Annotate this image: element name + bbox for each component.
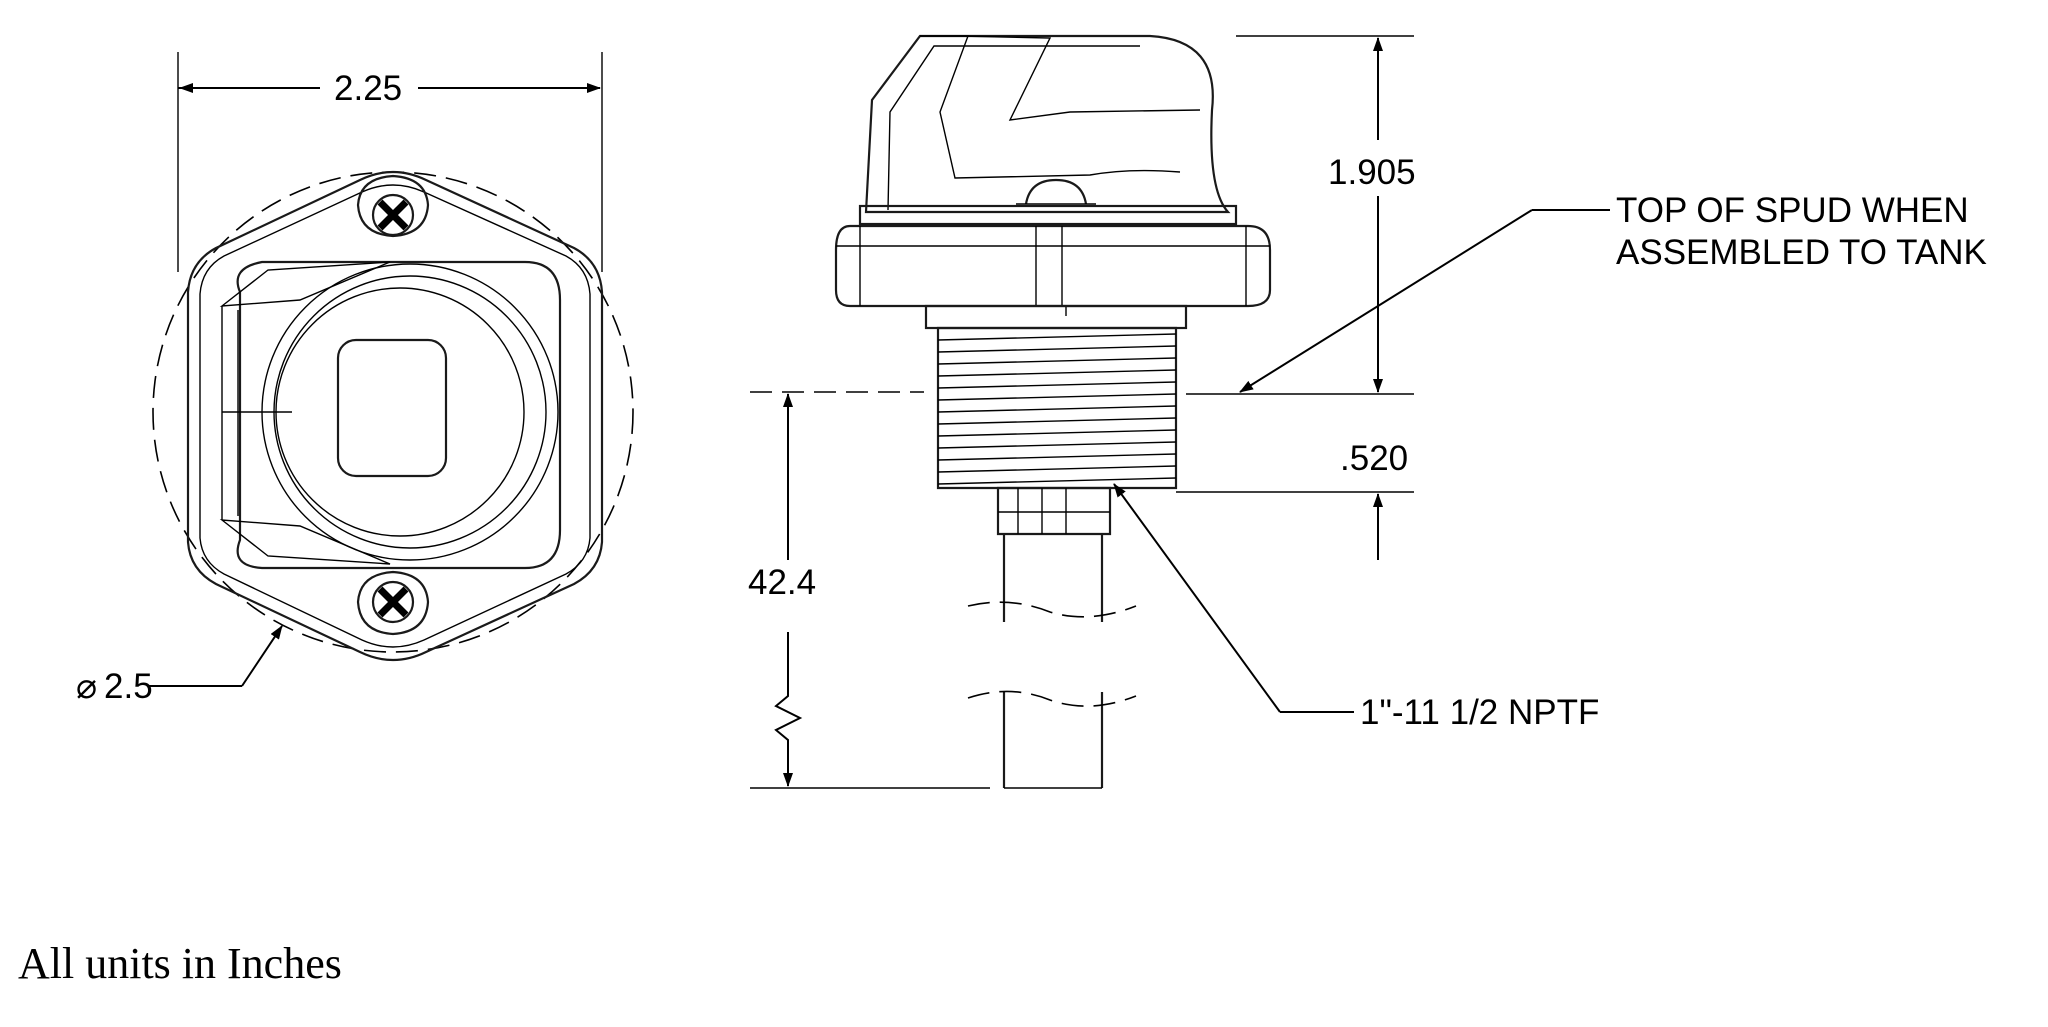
cap-knob	[864, 34, 1231, 214]
knob-wing-bottom	[219, 519, 391, 565]
thread-callout: 1"-11 1/2 NPTF	[1360, 693, 1599, 732]
cap-rim-top	[858, 204, 1238, 226]
tube-nut	[996, 486, 1112, 536]
tube-length-dimension-label: 42.4	[748, 563, 816, 602]
hex-body-inner	[199, 184, 591, 648]
height-dimension-label: 1.905	[1328, 153, 1416, 192]
spud-callout-line2: ASSEMBLED TO TANK	[1616, 233, 1987, 272]
side-view: 1.905 .520 42.4 TOP OF SPUD WHEN ASSEMBL…	[748, 34, 1987, 789]
bezel-ring-3	[275, 287, 525, 537]
collar-nut	[834, 224, 1272, 308]
knob-wing-top	[219, 261, 391, 307]
thread-length-dimension-label: .520	[1340, 439, 1408, 478]
spud-neck	[924, 304, 1188, 330]
screw-icon	[371, 193, 415, 237]
units-note: All units in Inches	[18, 939, 342, 988]
bezel-ring-1	[261, 263, 559, 561]
diameter-dimension-label: 2.5	[104, 667, 153, 706]
dip-tube	[967, 534, 1137, 789]
bezel-ring-2	[273, 275, 547, 549]
hex-body-outer	[186, 170, 604, 662]
screw-icon	[371, 580, 415, 624]
thread-lines	[937, 333, 1177, 485]
screw-ear-bottom	[356, 570, 430, 636]
bezel-outer	[236, 260, 562, 570]
screw-ear-top	[356, 174, 430, 238]
spud-callout-line1: TOP OF SPUD WHEN	[1616, 191, 1969, 230]
gauge-window	[336, 338, 448, 478]
width-dimension-label: 2.25	[334, 69, 402, 108]
threaded-spud	[936, 326, 1178, 490]
cap-dome	[1024, 178, 1088, 205]
top-view: 2.25 ⌀ 2.5	[76, 52, 634, 706]
diameter-symbol: ⌀	[76, 667, 97, 706]
